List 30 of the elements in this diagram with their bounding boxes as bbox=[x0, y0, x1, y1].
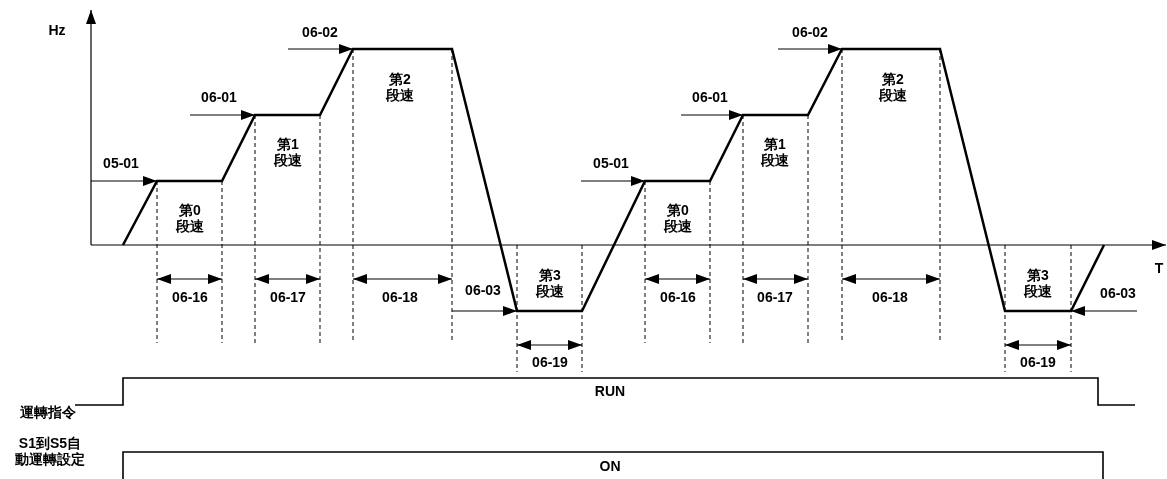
speed-label: 第3段速 bbox=[535, 267, 565, 299]
parameter-label: 06-02 bbox=[302, 24, 338, 40]
parameter-label: 06-18 bbox=[382, 289, 418, 305]
parameter-label: 06-01 bbox=[201, 89, 237, 105]
speed-label: 第1段速 bbox=[760, 136, 790, 168]
speed-label: 第2段速 bbox=[878, 71, 908, 103]
parameter-label: 05-01 bbox=[593, 155, 629, 171]
signal-label: 運轉指令 bbox=[20, 404, 76, 420]
parameter-label: 06-17 bbox=[270, 289, 306, 305]
speed-label: 第0段速 bbox=[663, 202, 693, 234]
parameter-label: 06-02 bbox=[792, 24, 828, 40]
signal-label: S1到S5自動運轉設定 bbox=[14, 435, 86, 467]
parameter-label: 06-03 bbox=[1100, 285, 1136, 301]
state-label: ON bbox=[599, 458, 621, 474]
parameter-label: 05-01 bbox=[103, 155, 139, 171]
parameter-label: 06-01 bbox=[692, 89, 728, 105]
parameter-label: 06-19 bbox=[532, 354, 568, 370]
state-label: RUN bbox=[594, 383, 626, 399]
axis-label: Hz bbox=[48, 22, 66, 38]
parameter-label: 06-17 bbox=[757, 289, 793, 305]
speed-label: 第2段速 bbox=[385, 71, 415, 103]
parameter-label: 06-16 bbox=[172, 289, 208, 305]
parameter-label: 06-18 bbox=[872, 289, 908, 305]
parameter-label: 06-19 bbox=[1020, 354, 1056, 370]
speed-label: 第1段速 bbox=[273, 136, 303, 168]
speed-label: 第0段速 bbox=[175, 202, 205, 234]
parameter-label: 06-03 bbox=[465, 282, 501, 298]
axis-label: T bbox=[1154, 260, 1164, 276]
parameter-label: 06-16 bbox=[660, 289, 696, 305]
speed-label: 第3段速 bbox=[1023, 267, 1053, 299]
